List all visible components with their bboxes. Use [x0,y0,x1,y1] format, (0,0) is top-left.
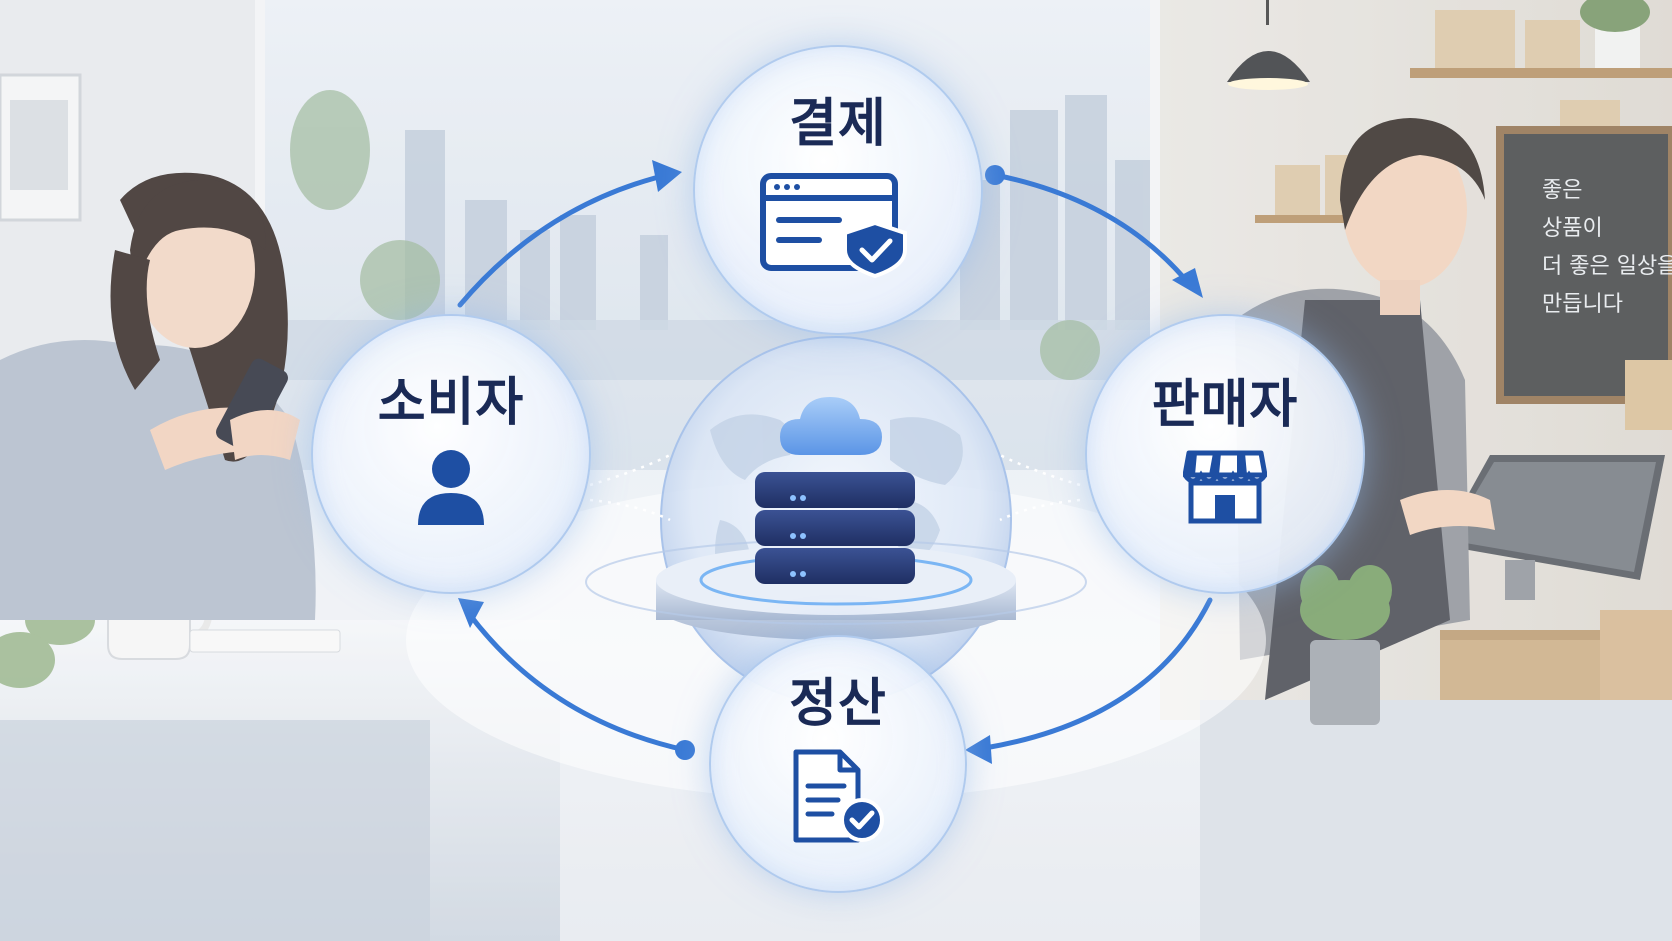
payment-label: 결제 [789,94,887,154]
consumer-node: 소비자 [311,314,591,594]
seller-node: 판매자 [1085,314,1365,594]
settlement-node: 정산 [709,635,967,893]
document-check-icon [788,748,888,850]
payment-node: 결제 [693,45,983,335]
chalk-line: 만듭니다 [1542,292,1623,317]
cloud [780,397,882,455]
chalk-line: 더 좋은 일상을 [1542,254,1672,279]
cycle-arrows [457,172,1213,753]
secure-payment-window-icon [753,168,923,282]
storefront-icon [1182,449,1268,529]
consumer-label: 소비자 [377,373,525,433]
chalk-line: 상품이 [1542,216,1603,241]
woman-figure [0,172,316,620]
seller-label: 판매자 [1151,375,1299,435]
server-stack [755,472,915,584]
chalk-line: 좋은 [1542,178,1583,203]
settlement-label: 정산 [789,674,887,734]
person-icon [416,447,486,531]
chalkboard-text: 좋은 상품이 더 좋은 일상을 만듭니다 [1542,172,1672,324]
